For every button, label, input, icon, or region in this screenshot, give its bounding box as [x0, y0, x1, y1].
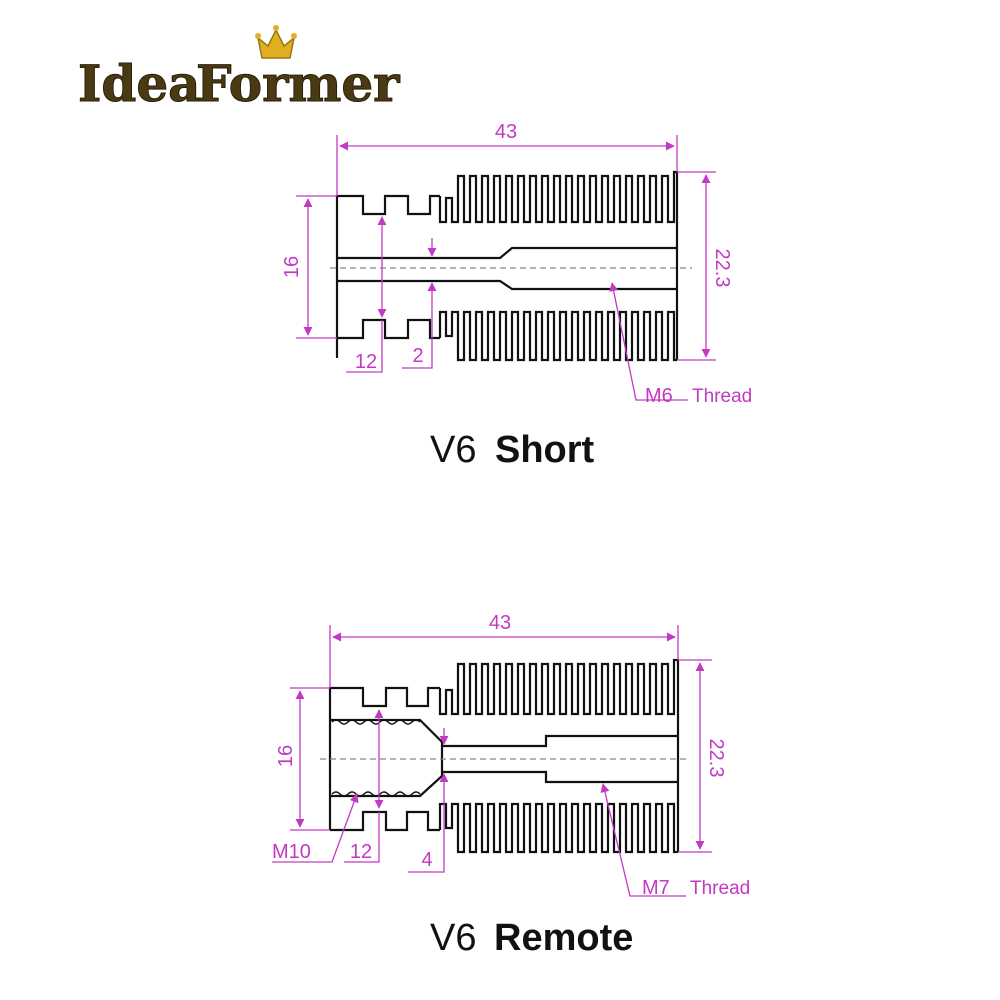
- v6-remote-height-right-dimension: [678, 659, 712, 853]
- v6-remote-outline: [328, 658, 680, 854]
- v6-short-groove-label: 12: [355, 351, 377, 373]
- v6-short-height-left-label: 16: [281, 256, 303, 278]
- v6-remote-bore-label: 4: [421, 849, 432, 871]
- v6-remote-height-right-label: 22.3: [705, 739, 727, 778]
- v6-remote-inlet-thread-leader: [272, 793, 359, 863]
- brand-logo: Idea Former: [78, 25, 401, 114]
- v6-remote-length-dimension: [329, 625, 679, 688]
- diagram-v6-short: 43 22.3 16 12 2: [281, 121, 752, 471]
- v6-short-height-right-label: 22.3: [711, 249, 733, 288]
- v6-remote-groove-dimension: [344, 709, 384, 863]
- v6-short-caption-title: Short: [495, 429, 595, 471]
- v6-short-height-left-dimension: [296, 195, 337, 339]
- v6-short-thread-word: Thread: [692, 386, 752, 407]
- v6-remote-thread-word: Thread: [690, 878, 750, 899]
- v6-remote-height-left-dimension: [290, 687, 330, 831]
- v6-short-bore-dimension: [402, 238, 437, 369]
- v6-remote-caption-title: Remote: [494, 917, 633, 959]
- v6-short-groove-dimension: [346, 216, 387, 373]
- v6-short-thread-size: M6: [645, 385, 673, 407]
- v6-remote-thread-leader: [600, 783, 686, 897]
- v6-short-caption-prefix: V6: [430, 429, 476, 471]
- v6-remote-groove-label: 12: [350, 841, 372, 863]
- v6-short-bore-label: 2: [412, 345, 423, 367]
- v6-remote-inlet-thread-label: M10: [272, 841, 311, 863]
- v6-short-outline: [335, 170, 679, 362]
- v6-short-height-right-dimension: [677, 171, 716, 361]
- v6-remote-caption-prefix: V6: [430, 917, 476, 959]
- logo-text-idea: Idea: [78, 54, 201, 113]
- logo-text-former: Former: [196, 54, 400, 113]
- crown-icon: [255, 25, 297, 59]
- v6-short-length-dimension: [336, 135, 678, 196]
- v6-remote-length-label: 43: [489, 612, 511, 634]
- v6-remote-height-left-label: 16: [275, 745, 297, 767]
- v6-remote-bore-dimension: [408, 728, 449, 873]
- v6-short-thread-leader: [609, 282, 688, 401]
- v6-remote-thread-size: M7: [642, 877, 670, 899]
- diagram-v6-remote: 43 22.3 16 12 M10: [272, 612, 750, 959]
- v6-short-length-label: 43: [495, 121, 517, 143]
